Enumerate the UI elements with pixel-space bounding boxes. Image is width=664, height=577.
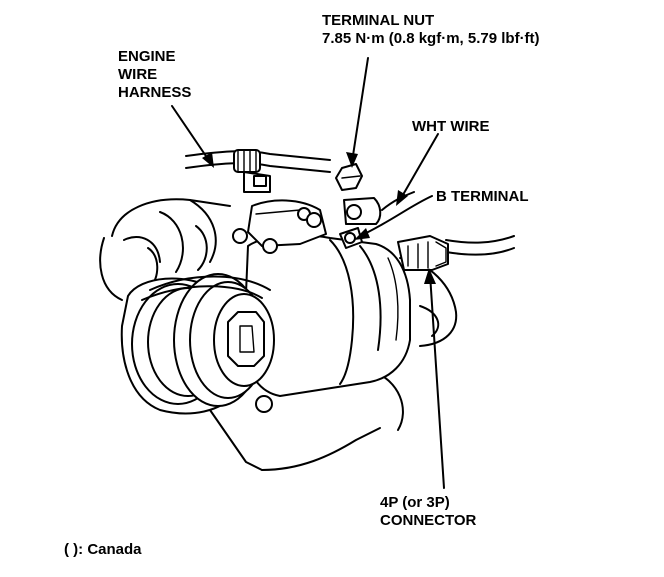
leader-lines: [171, 57, 445, 489]
alternator: [232, 163, 411, 413]
connector-label: 4P (or 3P) CONNECTOR: [380, 494, 476, 530]
engine-wire-harness: [185, 149, 331, 193]
connector-label-line-2: CONNECTOR: [380, 512, 477, 529]
terminal-nut-torque: 7.85 N·m (0.8 kgf·m, 5.79 lbf·ft): [322, 30, 540, 47]
connector-plug: [397, 235, 449, 271]
engine-wire-harness-label: ENGINE WIRE HARNESS: [118, 48, 191, 102]
connector-label-line-1: 4P (or 3P): [380, 494, 450, 511]
footnote: ( ): Canada: [64, 541, 142, 558]
b-terminal-label: B TERMINAL: [436, 188, 529, 205]
terminal-nut-label: TERMINAL NUT 7.85 N·m (0.8 kgf·m, 5.79 l…: [322, 12, 540, 48]
harness-label-line-3: HARNESS: [118, 84, 192, 101]
harness-label-line-2: WIRE: [118, 66, 158, 83]
harness-label-line-1: ENGINE: [118, 48, 176, 65]
pulley: [120, 273, 275, 415]
terminal-nut-title: TERMINAL NUT: [322, 12, 435, 29]
wht-wire-label: WHT WIRE: [412, 118, 490, 135]
